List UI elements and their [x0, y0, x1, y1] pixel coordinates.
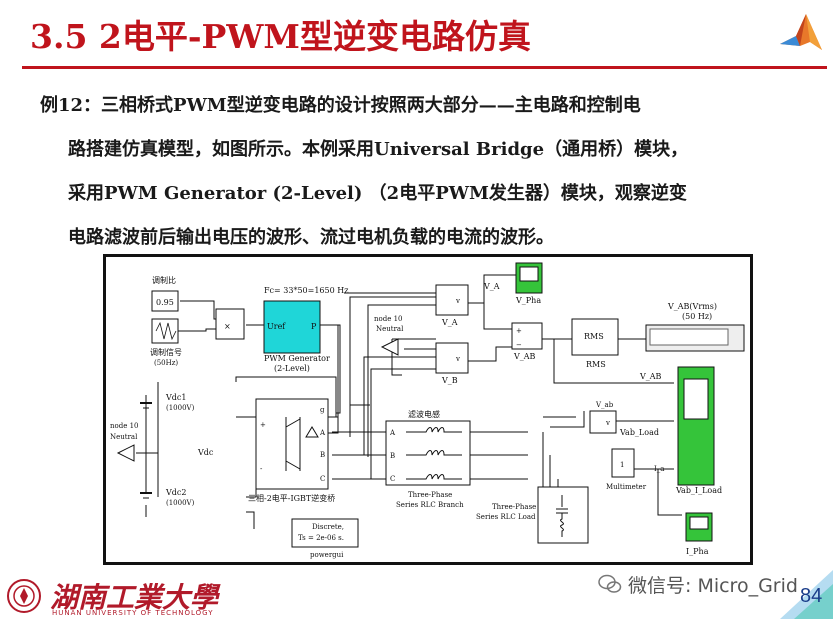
sum-minus-icon: − — [516, 341, 522, 349]
filter-name: Three-Phase — [408, 491, 452, 499]
ts-label: Ts = 2e-06 s. — [298, 534, 344, 542]
multimeter-block[interactable] — [611, 448, 635, 478]
node-left-label: node 10 — [110, 422, 138, 430]
load-name: Three-Phase — [492, 503, 536, 511]
sine-wave-block[interactable] — [151, 318, 179, 344]
slide-title: 3.5 2电平-PWM型逆变电路仿真 — [30, 17, 531, 56]
vdc1-label: Vdc1 — [165, 393, 186, 402]
igbt-bridge-block[interactable] — [255, 398, 329, 490]
rlc-load-block[interactable] — [537, 486, 589, 544]
page-number: 84 — [800, 585, 823, 607]
sum-block[interactable] — [511, 322, 543, 350]
va-label: V_A — [441, 318, 458, 327]
university-name-en: HUNAN UNIVERSITY OF TECHNOLOGY — [52, 609, 214, 617]
load-sub: Series RLC Load — [476, 513, 536, 521]
description-paragraph: 例12：三相桥式PWM型逆变电路的设计按照两大部分——主电路和控制电 路搭建仿真… — [40, 84, 815, 260]
scope-screen-icon — [683, 378, 709, 420]
simulink-diagram: 调制比 0.95 调制信号 (50Hz) × Fc= 33*50=1650 Hz… — [103, 254, 753, 565]
vdc2-value: (1000V) — [166, 499, 195, 507]
pwm-fc: Fc= 33*50=1650 Hz — [264, 286, 348, 295]
filter-title: 滤波电感 — [408, 409, 440, 419]
paragraph-line-1: 例12：三相桥式PWM型逆变电路的设计按照两大部分——主电路和控制电 — [40, 95, 641, 116]
university-seal-icon — [7, 579, 41, 613]
vab-i-load-label: Vab_I_Load — [675, 486, 722, 495]
bridge-minus: - — [260, 465, 263, 473]
modulation-ratio-value: 0.95 — [156, 298, 174, 307]
mod-signal-label: 调制信号 — [150, 347, 182, 357]
bridge-name: 三相-2电平-IGBT逆变桥 — [248, 493, 335, 503]
mod-signal-freq: (50Hz) — [154, 359, 178, 367]
bridge-plus: + — [260, 421, 266, 429]
corner-decoration — [780, 570, 833, 619]
pwm-port-in: Uref — [267, 322, 286, 331]
filter-sub: Series RLC Branch — [396, 501, 464, 509]
paragraph-line-4: 电路滤波前后输出电压的波形、流过电机负载的电流的波形。 — [68, 227, 554, 248]
sum-plus-icon: + — [516, 327, 522, 335]
neutral-left-icon[interactable] — [116, 444, 135, 462]
rms-block-text: RMS — [584, 332, 604, 341]
va-top-label: V_A — [483, 282, 500, 291]
node-top-label: node 10 — [374, 315, 402, 323]
pwm-port-out: P — [311, 322, 317, 331]
neutral-left-label: Neutral — [110, 433, 138, 441]
voltage-meas-a-block[interactable] — [435, 284, 469, 316]
v-ab-small-label: V_ab — [595, 401, 614, 409]
filter-port-c: C — [390, 475, 395, 483]
neutral-top-label: Neutral — [376, 325, 404, 333]
scope-screen-icon — [519, 266, 539, 282]
vdc2-label: Vdc2 — [165, 488, 186, 497]
modulation-ratio-label: 调制比 — [152, 275, 176, 285]
product-icon: × — [224, 322, 231, 331]
pwm-sub: (2-Level) — [274, 364, 310, 373]
bridge-b: B — [320, 451, 325, 459]
scope-screen-icon — [689, 516, 709, 530]
neutral-top-icon[interactable] — [380, 338, 399, 356]
vm-a-icon: v — [455, 297, 460, 305]
rms-block[interactable] — [571, 318, 619, 356]
v-pha-label: V_Pha — [515, 296, 541, 305]
paragraph-line-2: 路搭建仿真模型，如图所示。本例采用Universal Bridge（通用桥）模块… — [68, 139, 689, 160]
vab-rms-label: V_AB(Vrms) — [667, 302, 717, 311]
title-underline — [22, 66, 827, 69]
bridge-g: g — [320, 406, 325, 414]
vb-label: V_B — [441, 376, 458, 385]
bridge-a: A — [319, 429, 326, 437]
sine-wave-icon — [155, 321, 177, 341]
igbt-icon — [285, 417, 319, 471]
powergui-block[interactable] — [291, 518, 359, 548]
vm-b-icon: v — [455, 355, 460, 363]
vm-load-icon: v — [605, 419, 610, 427]
wechat-id: 微信号: Micro_Grid — [628, 575, 798, 597]
bridge-c: C — [320, 475, 325, 483]
vdc-label: Vdc — [197, 448, 214, 457]
vab-rms-freq: (50 Hz) — [682, 312, 712, 321]
vdc1-value: (1000V) — [166, 404, 195, 412]
product-block[interactable] — [215, 308, 245, 340]
vab-load-label: Vab_Load — [619, 428, 659, 437]
pwm-name: PWM Generator — [264, 354, 330, 363]
rms-display-field — [649, 328, 729, 346]
university-name: 湖南工業大學 — [50, 581, 219, 614]
matlab-logo-icon — [780, 14, 822, 50]
voltage-meas-b-block[interactable] — [435, 342, 469, 374]
load-icon — [556, 495, 568, 537]
i-pha-label: I_Pha — [686, 547, 709, 556]
discrete-label: Discrete, — [312, 523, 344, 531]
vab-top-label: V_AB — [639, 372, 662, 381]
inductor-icon — [406, 427, 462, 480]
multimeter-value: 1 — [620, 461, 624, 469]
multimeter-label: Multimeter — [606, 483, 647, 491]
filter-port-b: B — [390, 452, 395, 460]
rms-label: RMS — [586, 360, 606, 369]
i-a-label: I_a — [654, 465, 664, 473]
vab-label: V_AB — [513, 352, 536, 361]
powergui-label: powergui — [310, 551, 344, 559]
constant-block[interactable] — [151, 290, 179, 312]
filter-port-a: A — [389, 429, 396, 437]
wechat-icon — [598, 574, 622, 593]
pwm-generator-block[interactable] — [263, 300, 321, 354]
voltage-meas-load-block[interactable] — [589, 410, 617, 434]
paragraph-line-3: 采用PWM Generator (2-Level) （2电平PWM发生器）模块，… — [68, 183, 687, 204]
